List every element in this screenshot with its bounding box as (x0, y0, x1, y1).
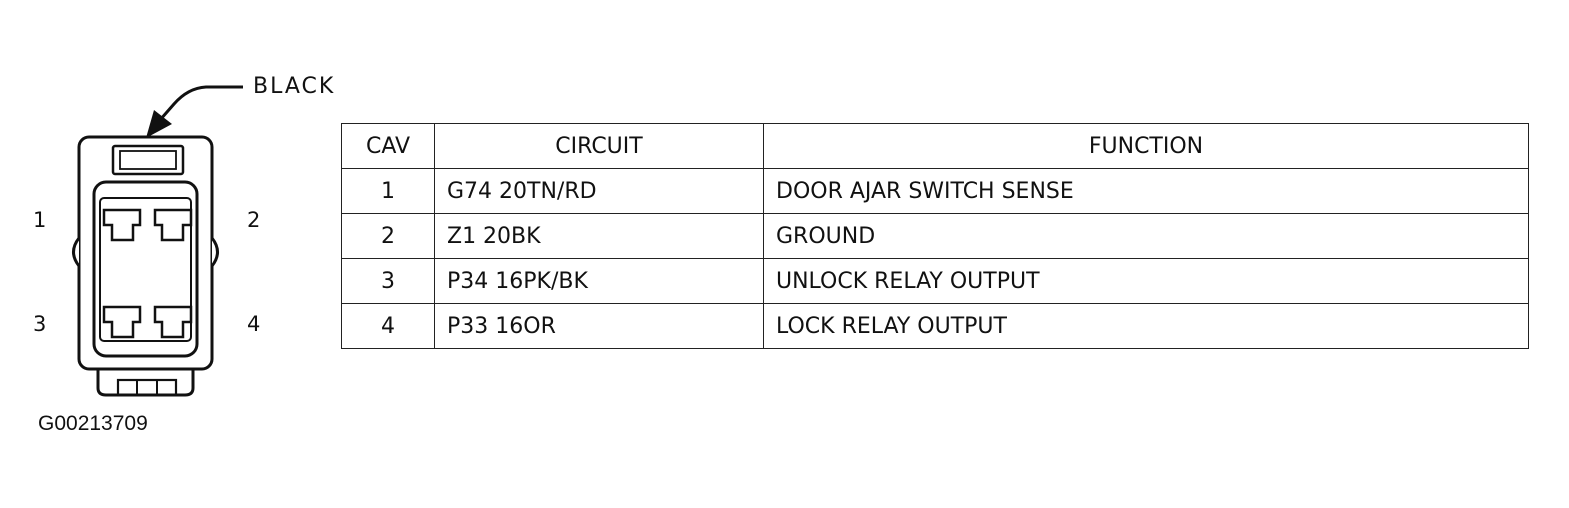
header-function: FUNCTION (763, 123, 1529, 169)
cell-circuit: P34 16PK/BK (434, 258, 764, 304)
color-leader-arrowhead (146, 110, 172, 138)
connector-outer-housing (77, 135, 214, 371)
connector-face-diagram (72, 85, 243, 397)
header-cav: CAV (341, 123, 435, 169)
table-row: 4 P33 16OR LOCK RELAY OUTPUT (341, 303, 1529, 349)
connector-color-label: BLACK (253, 74, 336, 99)
cell-cav: 4 (341, 303, 435, 349)
connector-bottom-key (96, 369, 195, 397)
cell-function: DOOR AJAR SWITCH SENSE (763, 168, 1529, 214)
figure-reference-id: G00213709 (38, 412, 148, 435)
connector-inner-housing (92, 180, 199, 358)
table-row: 2 Z1 20BK GROUND (341, 213, 1529, 259)
pinout-table: CAV CIRCUIT FUNCTION 1 G74 20TN/RD DOOR … (341, 123, 1529, 349)
color-leader-line (158, 85, 243, 121)
cell-circuit: G74 20TN/RD (434, 168, 764, 214)
connector-lock-tab-inner (119, 150, 177, 170)
header-circuit: CIRCUIT (434, 123, 764, 169)
cell-circuit: Z1 20BK (434, 213, 764, 259)
connector-lock-tab (111, 144, 185, 176)
pin-label-3: 3 (33, 312, 47, 336)
pin-label-1: 1 (33, 208, 47, 232)
cell-circuit: P33 16OR (434, 303, 764, 349)
pin-label-4: 4 (247, 312, 261, 336)
table-row: 3 P34 16PK/BK UNLOCK RELAY OUTPUT (341, 258, 1529, 304)
cavity-3-icon (102, 305, 142, 339)
cavity-1-icon (102, 208, 142, 242)
cavity-2-icon (153, 208, 193, 242)
cell-cav: 1 (341, 168, 435, 214)
pin-label-2: 2 (247, 208, 261, 232)
connector-bottom-key-slot (116, 378, 178, 397)
table-row: 1 G74 20TN/RD DOOR AJAR SWITCH SENSE (341, 168, 1529, 214)
cell-cav: 3 (341, 258, 435, 304)
cell-function: UNLOCK RELAY OUTPUT (763, 258, 1529, 304)
cell-function: GROUND (763, 213, 1529, 259)
left-side-latch (72, 237, 81, 267)
table-header-row: CAV CIRCUIT FUNCTION (341, 123, 1529, 169)
cavity-4-icon (153, 305, 193, 339)
cell-cav: 2 (341, 213, 435, 259)
right-side-latch (210, 237, 219, 267)
cell-function: LOCK RELAY OUTPUT (763, 303, 1529, 349)
connector-cavity-frame (99, 197, 192, 342)
